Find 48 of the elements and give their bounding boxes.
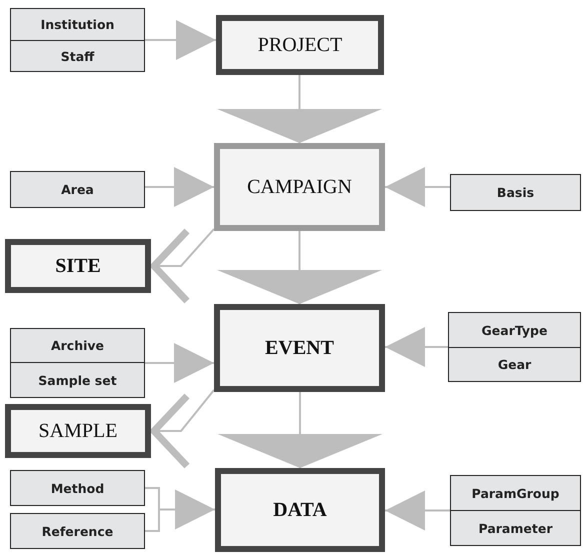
arrow bbox=[385, 327, 448, 367]
arrow bbox=[145, 167, 214, 207]
attribute-box bbox=[10, 513, 145, 549]
attribute-box bbox=[10, 171, 145, 208]
entity-name: Staff bbox=[60, 48, 94, 64]
entity-box bbox=[215, 468, 385, 552]
attribute-box bbox=[10, 8, 145, 41]
arrow bbox=[217, 75, 382, 143]
attribute-box bbox=[10, 470, 145, 506]
arrow bbox=[385, 490, 450, 530]
entity-name: CAMPAIGN bbox=[247, 176, 352, 198]
entity-name: Reference bbox=[42, 524, 114, 538]
entity-box bbox=[216, 15, 384, 75]
attribute-box bbox=[450, 475, 581, 511]
arrow bbox=[385, 167, 450, 207]
attribute-box bbox=[448, 347, 581, 382]
entity-name: Institution bbox=[40, 17, 114, 32]
entity-name: Archive bbox=[50, 338, 104, 353]
entity-name: Basis bbox=[496, 185, 534, 200]
entity-box bbox=[214, 304, 385, 392]
entity-name: SITE bbox=[55, 254, 101, 278]
attribute-box bbox=[10, 40, 145, 72]
entity-name: Gear bbox=[498, 357, 532, 372]
entity-box bbox=[5, 404, 151, 458]
arrow bbox=[150, 228, 215, 304]
arrow bbox=[150, 389, 215, 470]
entity-name: EVENT bbox=[265, 336, 334, 360]
entity-name: DATA bbox=[273, 498, 327, 522]
arrow bbox=[144, 487, 216, 532]
entity-name: SAMPLE bbox=[38, 420, 118, 442]
entity-box bbox=[214, 143, 385, 231]
entity-name: ParamGroup bbox=[472, 486, 560, 500]
arrow bbox=[217, 231, 382, 304]
entity-name: Method bbox=[50, 480, 104, 496]
entity-name: Sample set bbox=[38, 372, 117, 388]
entity-name: Area bbox=[61, 182, 94, 197]
entity-name: Parameter bbox=[478, 520, 552, 536]
attribute-box bbox=[450, 174, 581, 211]
entity-name: PROJECT bbox=[258, 34, 342, 56]
attribute-box bbox=[10, 328, 145, 363]
attribute-box bbox=[448, 312, 581, 348]
arrow bbox=[145, 343, 214, 383]
arrow bbox=[145, 20, 216, 60]
attribute-box bbox=[10, 362, 145, 398]
entity-name: GearType bbox=[482, 322, 548, 338]
attribute-box bbox=[450, 510, 581, 546]
entity-box bbox=[5, 239, 151, 293]
arrow bbox=[218, 392, 382, 468]
